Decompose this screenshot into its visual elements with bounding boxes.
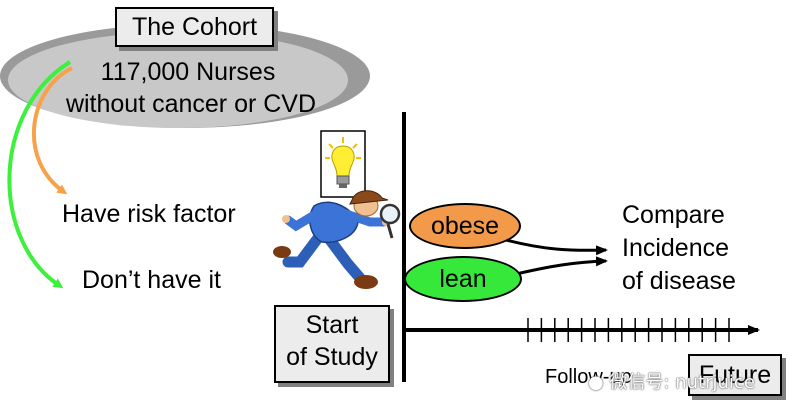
watermark-text: 微信号: nutrjuice	[609, 372, 755, 393]
arrow-lean-outcome	[511, 256, 608, 277]
arrow-obese-outcome	[505, 238, 608, 256]
lean-label: lean	[439, 265, 487, 293]
group-no-risk-label: Don’t have it	[82, 266, 221, 294]
followup-label: Follow-up	[545, 366, 632, 388]
watermark: ● 微信号: nutrjuice	[588, 368, 755, 394]
lightbulb-icon	[320, 130, 366, 198]
cohort-ellipse	[8, 32, 348, 128]
cohort-line-1: 117,000 Nurses	[100, 58, 276, 86]
group-risk-label: Have risk factor	[62, 200, 236, 228]
arrow-no-risk	[7, 60, 72, 289]
detective-icon	[273, 190, 401, 289]
wechat-icon: ●	[588, 372, 604, 393]
timeline-ticks	[527, 318, 730, 342]
start-line-2: of Study	[286, 343, 378, 371]
outcome-line-1: Compare	[622, 201, 725, 229]
arrow-risk	[31, 66, 73, 195]
outcome-line-2: Incidence	[622, 234, 730, 262]
future-label: Future	[698, 361, 772, 389]
start-line-1: Start	[305, 311, 359, 339]
start-of-study-box: Start of Study	[274, 305, 390, 383]
future-box: Future	[688, 354, 782, 396]
cohort-title: The Cohort	[131, 13, 258, 41]
cohort-line-2: without cancer or CVD	[65, 90, 317, 118]
outcome-line-3: of disease	[622, 267, 736, 295]
cohort-title-box: The Cohort	[115, 7, 274, 47]
obese-pill: obese	[409, 203, 521, 249]
obese-label: obese	[430, 212, 500, 240]
lean-pill: lean	[404, 256, 522, 302]
